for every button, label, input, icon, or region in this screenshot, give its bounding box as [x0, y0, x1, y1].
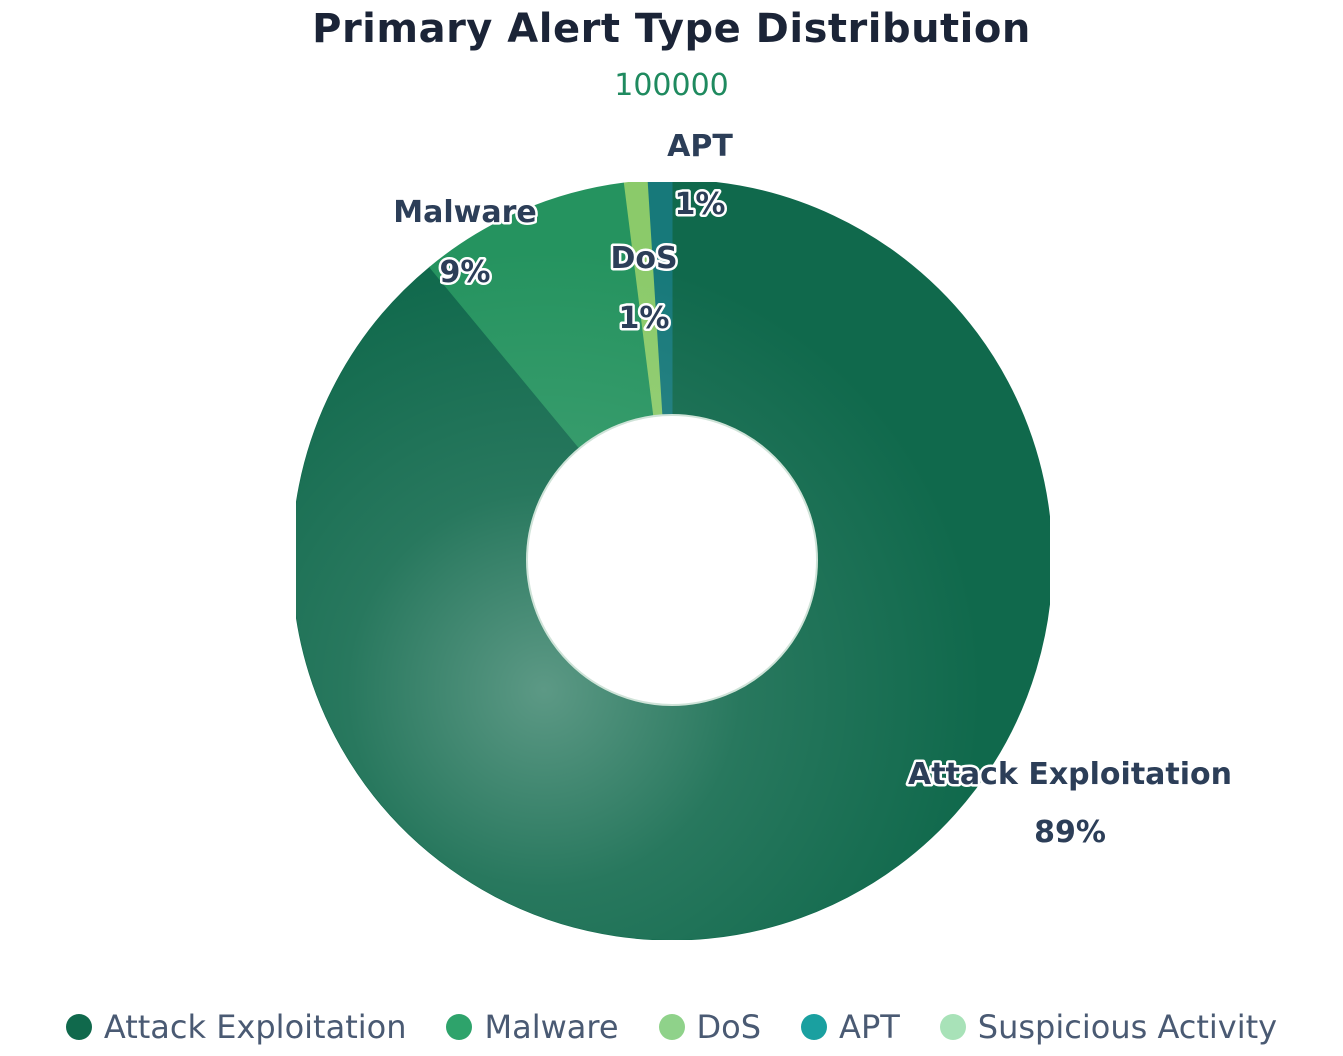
slice-sheen-malware [429, 182, 654, 449]
chart-title: Primary Alert Type Distribution [312, 6, 1031, 52]
legend-item-suspicious-activity[interactable]: Suspicious Activity [939, 1008, 1278, 1046]
legend-swatch-icon [939, 1014, 966, 1040]
legend-label: DoS [696, 1008, 762, 1046]
legend-item-dos[interactable]: DoS [658, 1008, 762, 1046]
slice-label-dos: DoS [610, 241, 677, 276]
slice-percent-dos: 1% [619, 301, 670, 336]
donut-hole [526, 414, 818, 706]
sheen-overlay [296, 182, 1050, 940]
slice-label-attack-exploitation: Attack Exploitation [908, 757, 1232, 792]
legend: Attack Exploitation Malware DoS APT Suspicio… [0, 1004, 1343, 1050]
total-value-label: 100000 [614, 68, 729, 103]
slice-percent-malware: 9% [440, 255, 491, 290]
legend-label: APT [839, 1008, 900, 1046]
legend-swatch-icon [446, 1014, 473, 1040]
legend-label: Attack Exploitation [103, 1008, 407, 1046]
legend-swatch-icon [658, 1014, 685, 1040]
legend-swatch-icon [801, 1014, 828, 1040]
legend-label: Suspicious Activity [977, 1008, 1278, 1046]
legend-label: Malware [484, 1008, 619, 1046]
slice-percent-attack-exploitation: 89% [1034, 815, 1106, 850]
legend-item-attack-exploitation[interactable]: Attack Exploitation [65, 1008, 407, 1046]
donut-chart: Attack Exploitation 89% Malware 9% DoS 1% APT 1… [296, 127, 1235, 940]
legend-swatch-icon [65, 1014, 92, 1040]
slice-percent-apt: 1% [675, 187, 726, 222]
slice-sheen-dos [624, 182, 663, 417]
slice-labels: Attack Exploitation 89% Malware 9% DoS 1% APT 1… [391, 127, 1235, 853]
slice-sheen-apt [648, 182, 672, 416]
legend-item-malware[interactable]: Malware [446, 1008, 619, 1046]
legend-item-apt[interactable]: APT [801, 1008, 900, 1046]
slice-label-apt: APT [667, 129, 733, 164]
slice-label-malware: Malware [393, 195, 536, 230]
slice-sheen-attack-exploitation [296, 182, 1050, 940]
